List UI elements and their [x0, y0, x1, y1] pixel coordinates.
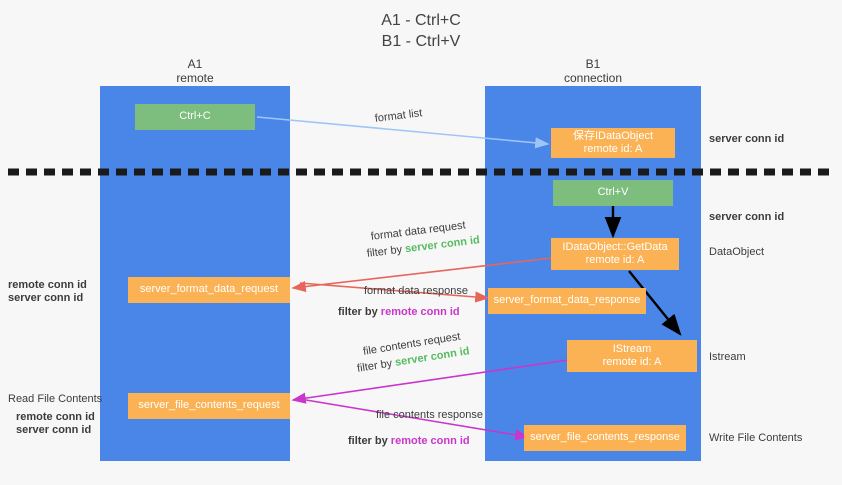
box-server-format-data-response[interactable]: server_format_data_response	[488, 288, 646, 314]
box-istream[interactable]: IStream remote id: A	[567, 340, 697, 372]
filter-prefix-2: filter by	[338, 306, 381, 318]
box-idataobject-getdata-line-1: IDataObject::GetData	[562, 240, 668, 253]
edge-label-format-data-response: format data response	[364, 285, 468, 297]
box-ctrl-v-label: Ctrl+V	[597, 186, 629, 199]
lane-header-a1-name: A1	[187, 57, 203, 71]
annotation-remote-conn-id-2: remote conn id	[16, 411, 95, 423]
box-ctrl-c-label: Ctrl+C	[179, 110, 211, 123]
box-server-file-contents-request-label: server_file_contents_request	[138, 399, 280, 412]
annotation-dataobject: DataObject	[709, 246, 765, 258]
box-server-format-data-response-label: server_format_data_response	[493, 294, 641, 307]
annotation-server-conn-id-top: server conn id	[709, 133, 785, 145]
box-server-format-data-request-label: server_format_data_request	[139, 283, 279, 296]
annotation-server-conn-id-2: server conn id	[16, 424, 92, 436]
box-ctrl-v[interactable]: Ctrl+V	[553, 180, 673, 206]
lane-header-a1-sub: remote	[176, 71, 214, 85]
diagram-title-line-1: A1 - Ctrl+C	[381, 12, 461, 29]
box-save-idataobject[interactable]: 保存IDataObject remote id: A	[551, 128, 675, 158]
annotation-server-conn-id-1: server conn id	[8, 292, 84, 304]
box-save-idataobject-line-1: 保存IDataObject	[572, 129, 654, 142]
box-istream-line-2: remote id: A	[602, 356, 662, 368]
box-ctrl-c[interactable]: Ctrl+C	[135, 104, 255, 130]
box-idataobject-getdata-line-2: remote id: A	[585, 254, 645, 266]
box-server-format-data-request[interactable]: server_format_data_request	[128, 277, 290, 303]
filter-key-remote-conn-id-2: remote conn id	[390, 435, 470, 447]
diagram-title-line-2: B1 - Ctrl+V	[381, 33, 461, 50]
lane-header-b1: B1 connection	[528, 57, 658, 85]
filter-prefix-3: filter by	[356, 356, 397, 375]
edge-label-file-contents-response: file contents response	[376, 409, 484, 421]
edge-label-format-list: format list	[374, 107, 423, 125]
annotation-istream: Istream	[709, 351, 746, 363]
annotation-server-conn-id-second: server conn id	[709, 211, 785, 223]
annotation-read-file-contents: Read File Contents	[8, 393, 103, 405]
lane-header-a1: A1 remote	[130, 57, 260, 85]
filter-prefix-4: filter by	[348, 435, 391, 447]
lane-header-b1-sub: connection	[563, 71, 623, 85]
filter-prefix-1: filter by	[366, 243, 406, 260]
lane-header-b1-name: B1	[585, 57, 601, 71]
box-idataobject-getdata[interactable]: IDataObject::GetData remote id: A	[551, 238, 679, 270]
box-save-idataobject-line-2: remote id: A	[583, 143, 643, 155]
edge-label-format-data-response-filter: filter by remote conn id	[338, 305, 460, 319]
annotation-remote-conn-id-1: remote conn id	[8, 279, 87, 291]
box-server-file-contents-request[interactable]: server_file_contents_request	[128, 393, 290, 419]
box-server-file-contents-response-label: server_file_contents_response	[530, 431, 680, 444]
filter-key-remote-conn-id-1: remote conn id	[380, 306, 460, 318]
annotation-write-file-contents: Write File Contents	[709, 432, 803, 444]
box-istream-line-1: IStream	[612, 342, 652, 355]
edge-label-file-contents-response-filter: filter by remote conn id	[348, 434, 470, 448]
box-server-file-contents-response[interactable]: server_file_contents_response	[524, 425, 686, 451]
